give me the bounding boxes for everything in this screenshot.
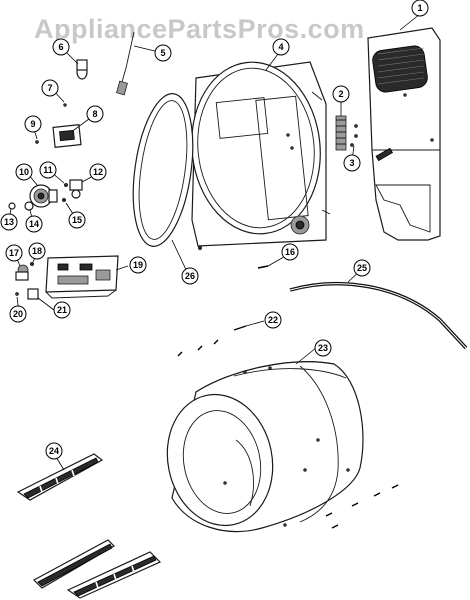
callout-24: 24 xyxy=(45,442,63,460)
part-screw-15 xyxy=(61,197,67,203)
callout-12: 12 xyxy=(89,163,107,181)
svg-text:15: 15 xyxy=(72,215,82,225)
part-control-board xyxy=(45,255,119,299)
part-clip xyxy=(27,288,39,300)
part-door-switch xyxy=(52,124,82,148)
part-knob xyxy=(76,59,88,80)
svg-text:16: 16 xyxy=(285,247,295,257)
svg-text:20: 20 xyxy=(13,309,23,319)
part-screw-18 xyxy=(29,261,35,267)
svg-text:19: 19 xyxy=(133,260,143,270)
svg-text:24: 24 xyxy=(49,446,59,456)
svg-text:6: 6 xyxy=(58,42,63,52)
callout-2: 2 xyxy=(332,85,350,103)
callout-5: 5 xyxy=(154,44,172,62)
part-fan-wheel xyxy=(29,184,58,208)
svg-text:9: 9 xyxy=(30,119,35,129)
watermark-text: AppliancePartsPros.com xyxy=(34,14,365,44)
part-screw-16 xyxy=(257,265,269,269)
callout-layer: 1 2 3 4 5 6 7 8 9 10 11 12 13 14 15 16 1… xyxy=(0,0,429,460)
svg-text:12: 12 xyxy=(93,167,103,177)
callout-13: 13 xyxy=(0,213,18,231)
svg-text:23: 23 xyxy=(318,343,328,353)
callout-9: 9 xyxy=(24,115,42,133)
svg-text:21: 21 xyxy=(57,305,67,315)
part-screw-20 xyxy=(15,292,19,296)
callout-7: 7 xyxy=(41,79,59,97)
part-door-ring-seal xyxy=(132,93,194,247)
callout-10: 10 xyxy=(15,163,33,181)
svg-text:10: 10 xyxy=(19,167,29,177)
callout-15: 15 xyxy=(68,211,86,229)
part-felt-seal-strip xyxy=(289,281,468,350)
callout-17: 17 xyxy=(5,244,23,262)
svg-text:5: 5 xyxy=(160,48,165,58)
svg-text:2: 2 xyxy=(338,89,343,99)
callout-21: 21 xyxy=(53,301,71,319)
svg-text:1: 1 xyxy=(417,3,422,13)
svg-text:8: 8 xyxy=(92,109,97,119)
part-drum-baffle-bottom xyxy=(66,551,162,599)
part-screw-11 xyxy=(63,182,69,188)
part-screws-22 xyxy=(177,325,247,357)
part-screw-9 xyxy=(35,140,39,144)
svg-text:22: 22 xyxy=(268,315,278,325)
svg-text:18: 18 xyxy=(32,246,42,256)
callout-22: 22 xyxy=(264,311,282,329)
svg-text:11: 11 xyxy=(43,165,53,175)
callout-20: 20 xyxy=(9,305,27,323)
part-drum-baffle-top xyxy=(16,453,104,501)
part-drum-baffle-mid xyxy=(33,539,115,589)
callout-19: 19 xyxy=(129,256,147,274)
svg-text:14: 14 xyxy=(29,219,39,229)
callout-4: 4 xyxy=(272,38,290,56)
part-actuator xyxy=(15,264,29,281)
callout-25: 25 xyxy=(353,259,371,277)
callout-1: 1 xyxy=(411,0,429,17)
callout-26: 26 xyxy=(181,267,199,285)
svg-text:4: 4 xyxy=(278,42,283,52)
part-sensor-wire xyxy=(116,31,135,96)
part-drum-screws xyxy=(325,484,399,529)
callout-3: 3 xyxy=(343,154,361,172)
callout-23: 23 xyxy=(314,339,332,357)
svg-text:3: 3 xyxy=(349,158,354,168)
svg-text:25: 25 xyxy=(357,263,367,273)
svg-text:17: 17 xyxy=(9,248,19,258)
part-rear-duct-housing xyxy=(367,27,441,241)
part-screw-strip xyxy=(335,115,358,151)
part-thermostat xyxy=(69,179,83,199)
part-small-screw xyxy=(63,103,67,107)
callout-6: 6 xyxy=(52,38,70,56)
part-screw-bulkhead xyxy=(197,245,203,251)
svg-text:7: 7 xyxy=(47,83,52,93)
part-front-bulkhead xyxy=(191,61,331,247)
callout-16: 16 xyxy=(281,243,299,261)
part-drum xyxy=(166,361,364,532)
part-grommet xyxy=(24,201,34,211)
callout-8: 8 xyxy=(86,105,104,123)
callout-14: 14 xyxy=(25,215,43,233)
svg-text:26: 26 xyxy=(185,271,195,281)
svg-text:13: 13 xyxy=(4,217,14,227)
callout-18: 18 xyxy=(28,242,46,260)
part-washer xyxy=(8,202,16,210)
callout-11: 11 xyxy=(39,161,57,179)
